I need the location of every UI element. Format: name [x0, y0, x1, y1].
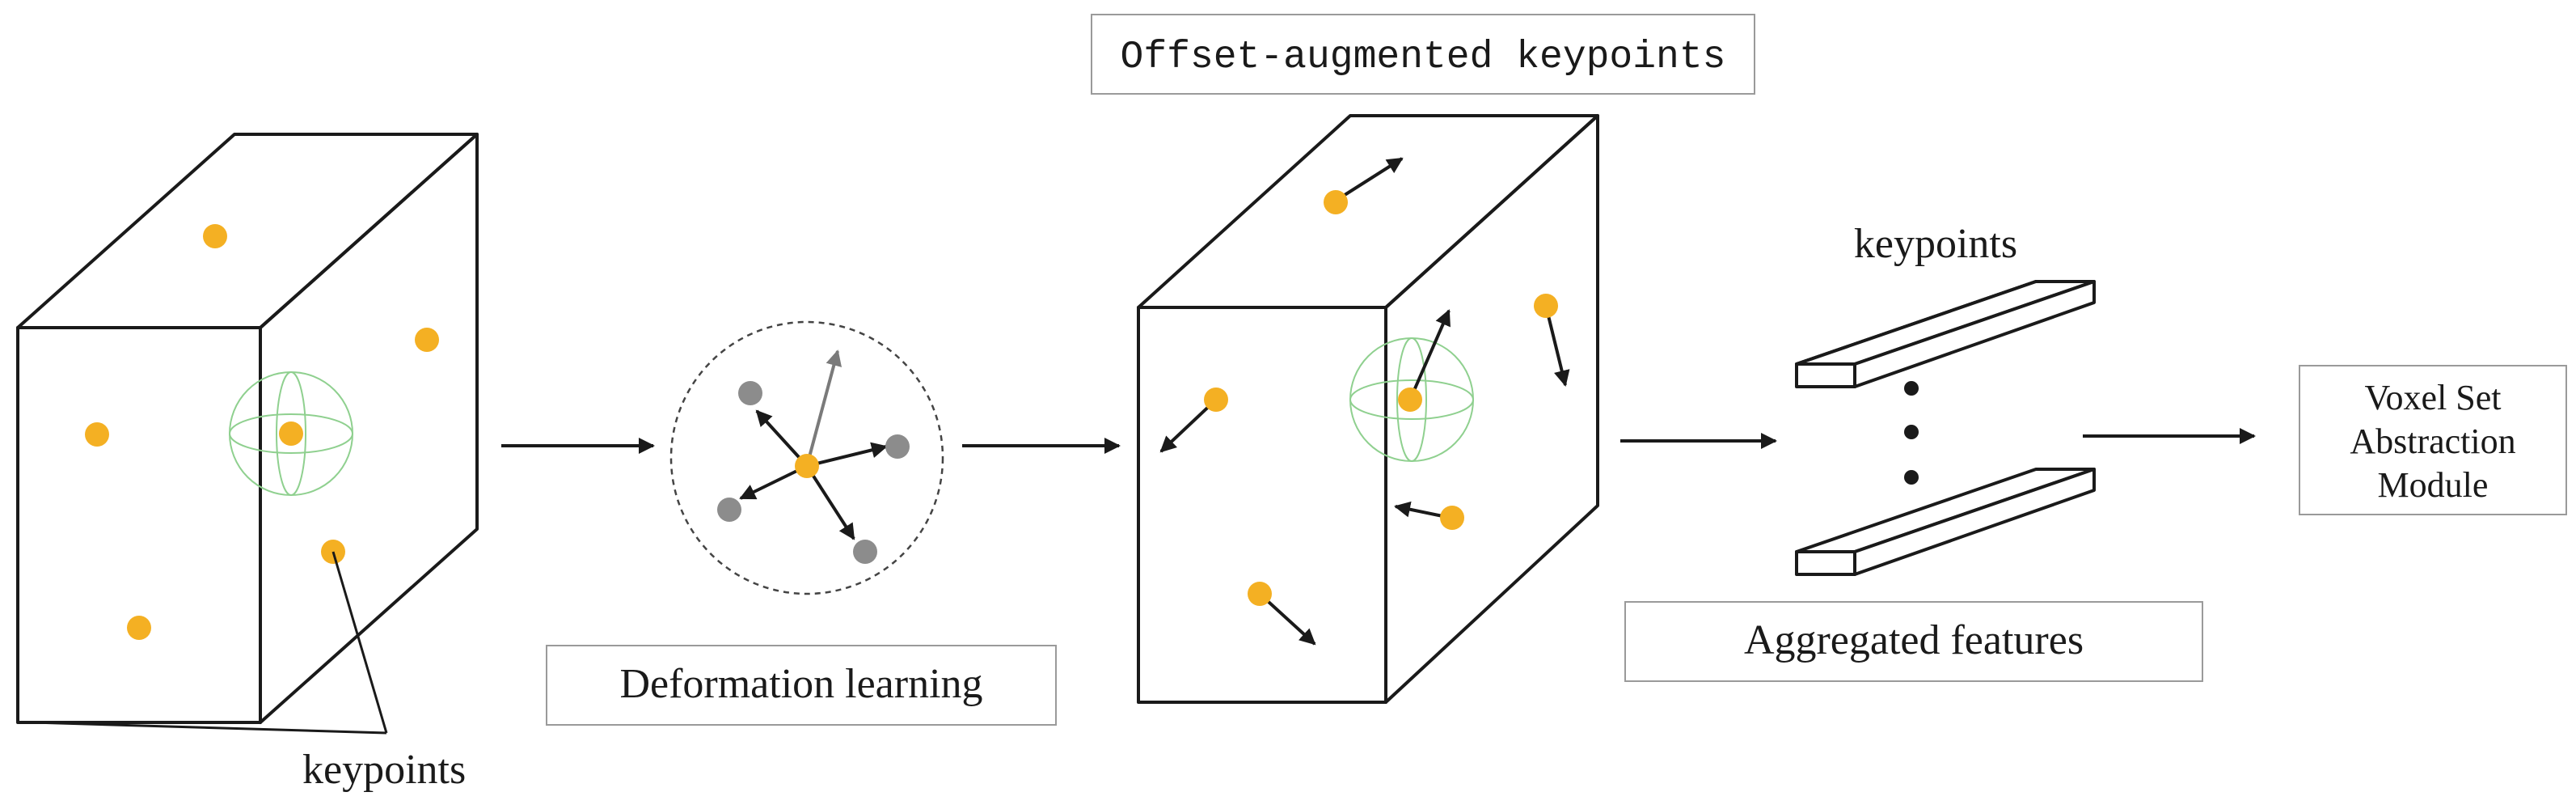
ellipsis-dots	[1904, 381, 1919, 485]
offset-arrow	[806, 442, 888, 468]
neighbor-dot	[885, 434, 910, 459]
vsa-module-box	[2299, 365, 2567, 515]
center-keypoint-dot	[795, 454, 819, 478]
middle-sphere	[1349, 337, 1474, 462]
aggregated-features-box	[1624, 601, 2203, 682]
keypoints-right-label: keypoints	[1854, 221, 2017, 267]
neighbor-dot	[738, 381, 762, 405]
neighbor-dot	[717, 498, 741, 522]
keypoints-left-label: keypoints	[302, 747, 466, 793]
deformation-learning-label: Deformation learning	[619, 661, 982, 707]
offset-augmented-label-box	[1091, 14, 1755, 95]
keypoint-dot	[85, 422, 109, 447]
keypoint-dot	[1204, 388, 1228, 412]
middle-keypoints	[1204, 190, 1558, 606]
left-voxel-box	[16, 133, 479, 724]
feature-bar-bottom	[1795, 468, 2096, 576]
neighbor-dot	[853, 540, 877, 564]
aggregated-features-label: Aggregated features	[1744, 617, 2084, 663]
feature-bar-top	[1795, 280, 2096, 388]
offset-arrow	[805, 464, 855, 540]
middle-offset-arrows	[1159, 157, 1570, 646]
vsa-module-line1: Voxel Set	[2364, 378, 2501, 417]
left-box-front-face	[16, 326, 262, 724]
learned-offset-arrow	[805, 349, 842, 467]
vsa-module-line3: Module	[2378, 465, 2489, 505]
offset-arrow	[739, 464, 808, 500]
left-keypoints	[85, 224, 439, 640]
keypoint-dot	[1398, 388, 1422, 412]
keypoint-dot	[279, 421, 303, 446]
keypoint-dot	[415, 328, 439, 352]
offset-augmented-label: Offset-augmented keypoints	[1121, 36, 1726, 79]
left-box-top-face	[16, 133, 479, 329]
deformation-learning-box	[546, 645, 1057, 726]
middle-box-front-face	[1137, 306, 1387, 704]
middle-voxel-box	[1137, 114, 1599, 704]
keypoints-leader-lines	[32, 551, 388, 735]
keypoint-dot	[1440, 506, 1464, 530]
left-sphere	[229, 371, 353, 496]
keypoint-dot	[1534, 294, 1558, 318]
vsa-module-line2: Abstraction	[2350, 421, 2515, 461]
keypoint-dot	[203, 224, 227, 248]
middle-box-top-face	[1137, 114, 1599, 309]
offset-arrow	[755, 409, 809, 468]
deformation-circle	[669, 320, 944, 595]
feature-bars	[1795, 280, 2096, 576]
keypoint-dot	[1324, 190, 1348, 214]
keypoint-dot	[127, 616, 151, 640]
keypoint-dot	[1248, 582, 1272, 606]
